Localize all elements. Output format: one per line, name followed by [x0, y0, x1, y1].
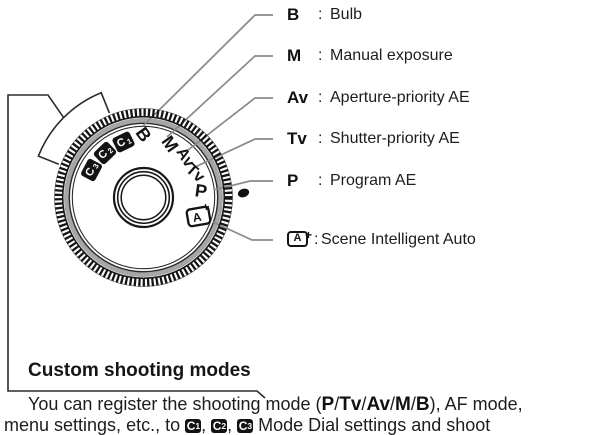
legend-row-bulb: B : Bulb	[287, 4, 362, 26]
mode-label-p: P	[287, 171, 299, 190]
mode-label-m: M	[395, 394, 411, 415]
body-text: ), AF mode,	[429, 394, 523, 414]
leader-line-m	[166, 55, 273, 138]
colon: :	[314, 231, 319, 248]
colon: :	[318, 89, 323, 106]
mode-label-tv: Tv	[287, 129, 307, 148]
dial-gray-ring	[64, 118, 223, 277]
mode-description: Bulb	[330, 6, 363, 23]
legend-row-manual: M : Manual exposure	[287, 45, 453, 67]
mode-description: Shutter-priority AE	[330, 130, 460, 147]
leader-line-p	[213, 180, 273, 191]
mode-label-b: B	[415, 394, 430, 415]
svg-text:P: P	[194, 180, 209, 201]
dial-mode-c2-icon: C 2	[93, 141, 117, 165]
mode-label-av: Av	[366, 394, 391, 415]
custom-modes-bracket-arc	[37, 91, 111, 165]
dial-mode-aplus-icon: A +	[185, 200, 212, 228]
colon: :	[318, 6, 323, 23]
slash: /	[334, 394, 340, 414]
mode-description: Aperture-priority AE	[330, 89, 470, 106]
comma: ,	[201, 415, 212, 435]
custom-modes-paragraph-line1: You can register the shooting mode (P/Tv…	[28, 394, 523, 415]
legend-row-aperture: Av : Aperture-priority AE	[287, 87, 470, 109]
legend-row-shutter: Tv : Shutter-priority AE	[287, 128, 460, 150]
dial-center-knob	[112, 166, 175, 229]
legend-row-scene-intelligent-auto: A + : Scene Intelligent Auto	[287, 228, 476, 251]
leader-line-av	[187, 97, 273, 151]
mode-label-aplus: A +	[287, 228, 314, 251]
mode-label-p: P	[321, 394, 335, 415]
scene-intelligent-auto-icon: A +	[287, 228, 312, 247]
body-text: Mode Dial settings and shoot	[253, 415, 491, 435]
dial-thin-ring-outer	[68, 122, 219, 273]
mode-label-m: M	[287, 46, 302, 65]
svg-text:2: 2	[106, 146, 115, 155]
colon: :	[318, 47, 323, 64]
dial-mode-labels: C 3 C 2 C 1 B M Av Tv	[81, 123, 212, 228]
mode-dial	[64, 118, 223, 277]
slash: /	[410, 394, 416, 414]
index-dot-icon	[237, 188, 250, 198]
slash: /	[361, 394, 367, 414]
mode-label-tv: Tv	[339, 394, 362, 415]
dial-mode-c3-icon: C 3	[81, 158, 102, 182]
svg-text:A: A	[192, 210, 203, 225]
colon: :	[318, 172, 323, 189]
leader-line-aplus	[212, 221, 273, 241]
dial-mode-c1-icon: C 1	[112, 131, 135, 153]
dial-mode-p: P	[194, 180, 209, 201]
dial-knurled-rim	[54, 108, 233, 287]
body-text: menu settings, etc., to	[4, 415, 186, 435]
comma: ,	[227, 415, 238, 435]
custom-modes-leader-line	[7, 94, 266, 399]
mode-label-b: B	[287, 5, 300, 24]
colon: :	[318, 130, 323, 147]
mode-description: Manual exposure	[330, 47, 453, 64]
mode-description: Program AE	[330, 172, 417, 189]
custom-shooting-modes-heading: Custom shooting modes	[28, 360, 251, 381]
svg-text:1: 1	[125, 136, 133, 146]
legend-row-program: P : Program AE	[287, 170, 416, 192]
leader-line-b	[142, 14, 273, 127]
mode-description: Scene Intelligent Auto	[321, 231, 476, 248]
svg-text:+: +	[201, 200, 210, 215]
body-text: You can register the shooting mode (	[28, 394, 322, 414]
svg-text:3: 3	[91, 162, 101, 170]
slash: /	[390, 394, 396, 414]
mode-label-av: Av	[287, 88, 309, 107]
